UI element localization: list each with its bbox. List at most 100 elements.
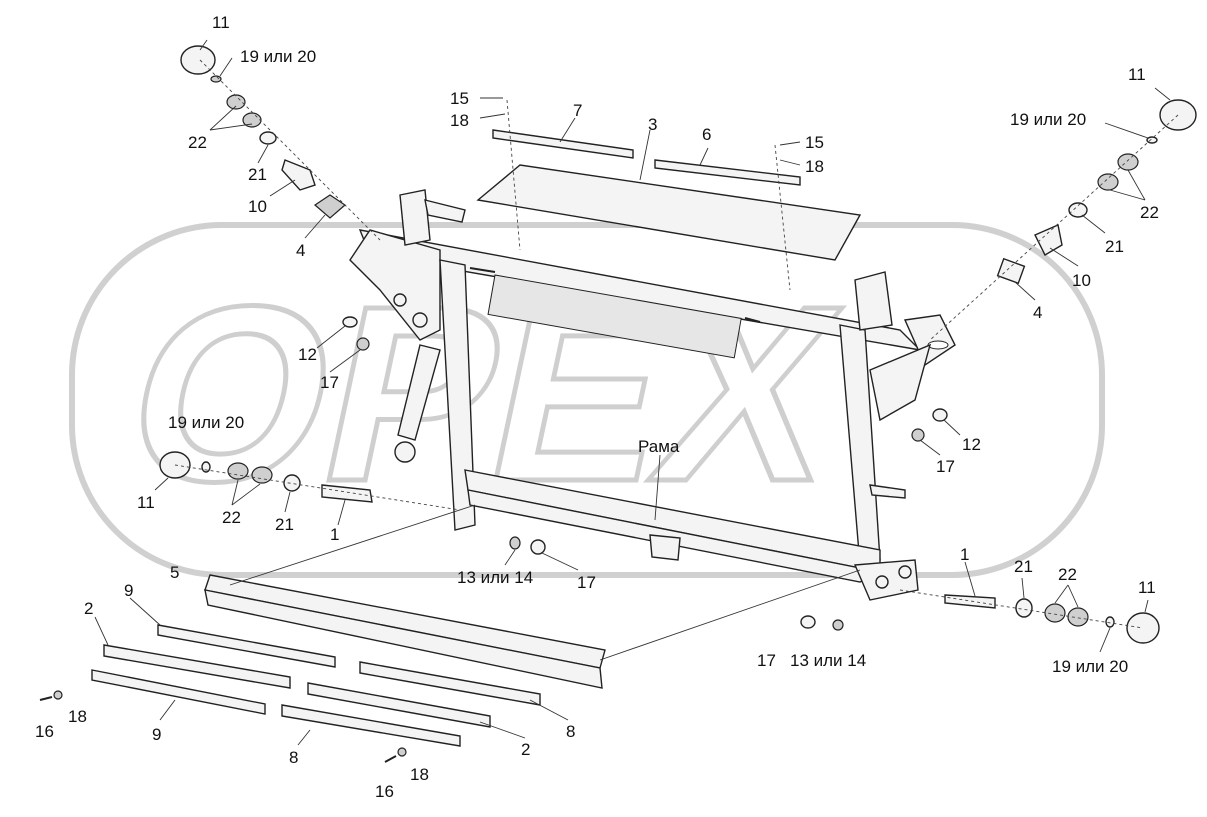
callout-21: 21 <box>248 165 267 184</box>
part-16-bottom <box>384 755 397 763</box>
right-foot-hole <box>875 575 889 589</box>
leader-13a <box>504 549 516 566</box>
callout-22: 22 <box>188 133 207 152</box>
callout-17-right: 17 <box>936 457 955 476</box>
link-5-frame-r <box>599 569 861 661</box>
axis-tr <box>929 114 1179 341</box>
part-13-l <box>509 536 521 550</box>
part-13-br <box>832 619 844 631</box>
leader-12b <box>943 419 961 436</box>
beam-pocket <box>649 534 681 561</box>
callout-18-bottom: 18 <box>68 707 87 726</box>
callout-18-right: 18 <box>805 157 824 176</box>
left-upright <box>439 259 476 531</box>
strip-8-bottom <box>281 704 461 747</box>
part-11-cap-tl <box>180 45 216 75</box>
callout-21-mid: 21 <box>275 515 294 534</box>
leader-lines <box>94 39 1171 746</box>
callout-11: 11 <box>212 13 230 32</box>
leader-22d2 <box>1067 584 1079 608</box>
part-19-tr <box>1146 136 1158 144</box>
leader-19b <box>1104 122 1149 139</box>
strip-2-right <box>307 682 491 728</box>
right-end-plate-slot <box>927 340 949 350</box>
shield-3 <box>476 164 862 261</box>
top-shield-group <box>476 99 862 291</box>
leader-17b <box>919 439 941 456</box>
leader-2a <box>94 616 109 646</box>
callout-21-right: 21 <box>1105 237 1124 256</box>
leader-22a2 <box>209 123 253 131</box>
strip-2-left <box>103 644 291 689</box>
left-bracket-arm <box>424 199 466 223</box>
part-21-tr <box>1068 202 1088 218</box>
left-mid-hub <box>159 451 461 511</box>
spring-end <box>744 317 761 323</box>
leader-frame <box>654 454 661 521</box>
leader-17c <box>541 552 579 571</box>
callout-19-or-20-mid: 19 или 20 <box>168 413 244 432</box>
leader-2b <box>479 721 526 739</box>
leader-21d <box>1021 577 1025 599</box>
part-17-l <box>356 337 370 351</box>
part-18-bottom <box>397 747 407 757</box>
part-19-tl <box>210 75 222 83</box>
right-upright <box>839 324 881 566</box>
callout-22-mid: 22 <box>222 508 241 527</box>
bottom-strips <box>39 504 861 763</box>
spring-body <box>487 274 742 359</box>
leader-21a <box>257 144 269 164</box>
callout-22-bottom: 22 <box>1058 565 1077 584</box>
part-16-left <box>39 696 53 701</box>
strip-5-face <box>204 589 603 689</box>
callout-3: 3 <box>648 115 657 134</box>
left-top-hub <box>180 45 381 241</box>
leader-12a <box>316 325 346 349</box>
left-plate-bolt <box>412 312 428 328</box>
part-11-cap-br <box>1126 612 1160 644</box>
leader-21b <box>1081 214 1106 234</box>
leader-22d1 <box>1054 584 1069 604</box>
strip-7 <box>492 129 634 159</box>
spring-rod <box>469 267 496 273</box>
part-4-plate-tl <box>314 194 346 219</box>
leader-4b <box>1014 281 1036 301</box>
callout-9-bottom: 9 <box>152 725 161 744</box>
leader-19d <box>1099 627 1111 653</box>
part-4-plate-tr <box>996 257 1026 285</box>
callout-1-right: 1 <box>960 545 969 564</box>
leader-1a <box>337 499 346 526</box>
right-bottom-hub <box>899 589 1160 644</box>
link-5-frame <box>229 504 476 586</box>
part-17-br <box>800 615 816 629</box>
leader-3 <box>639 129 651 181</box>
callout-19-or-20-bottom: 19 или 20 <box>1052 657 1128 676</box>
part-10-axle-tl <box>281 159 316 191</box>
right-foot-hole-2 <box>898 565 912 579</box>
part-12-l <box>342 316 358 328</box>
leader-11b <box>1154 87 1171 101</box>
callout-19-or-20: 19 или 20 <box>240 47 316 66</box>
axis-br <box>899 589 1144 629</box>
leader-17a <box>329 349 361 373</box>
fasteners <box>342 316 948 631</box>
leader-9b <box>159 699 176 721</box>
cylinder-eye <box>394 441 416 463</box>
callout-2: 2 <box>84 599 93 618</box>
axis-ml <box>174 464 461 511</box>
callout-6: 6 <box>702 125 711 144</box>
callout-15-right: 15 <box>805 133 824 152</box>
part-22b-br <box>1067 607 1089 627</box>
leader-22c2 <box>231 483 261 506</box>
part-22a-tl <box>226 94 246 110</box>
callout-17-mid: 17 <box>577 573 596 592</box>
part-21-br <box>1015 598 1033 618</box>
part-21-tl <box>259 131 277 145</box>
leader-7 <box>559 117 576 143</box>
left-top-bracket <box>399 189 431 246</box>
callout-8-bottom: 8 <box>289 748 298 767</box>
callout-18: 18 <box>450 111 469 130</box>
dash-15b <box>774 144 791 291</box>
